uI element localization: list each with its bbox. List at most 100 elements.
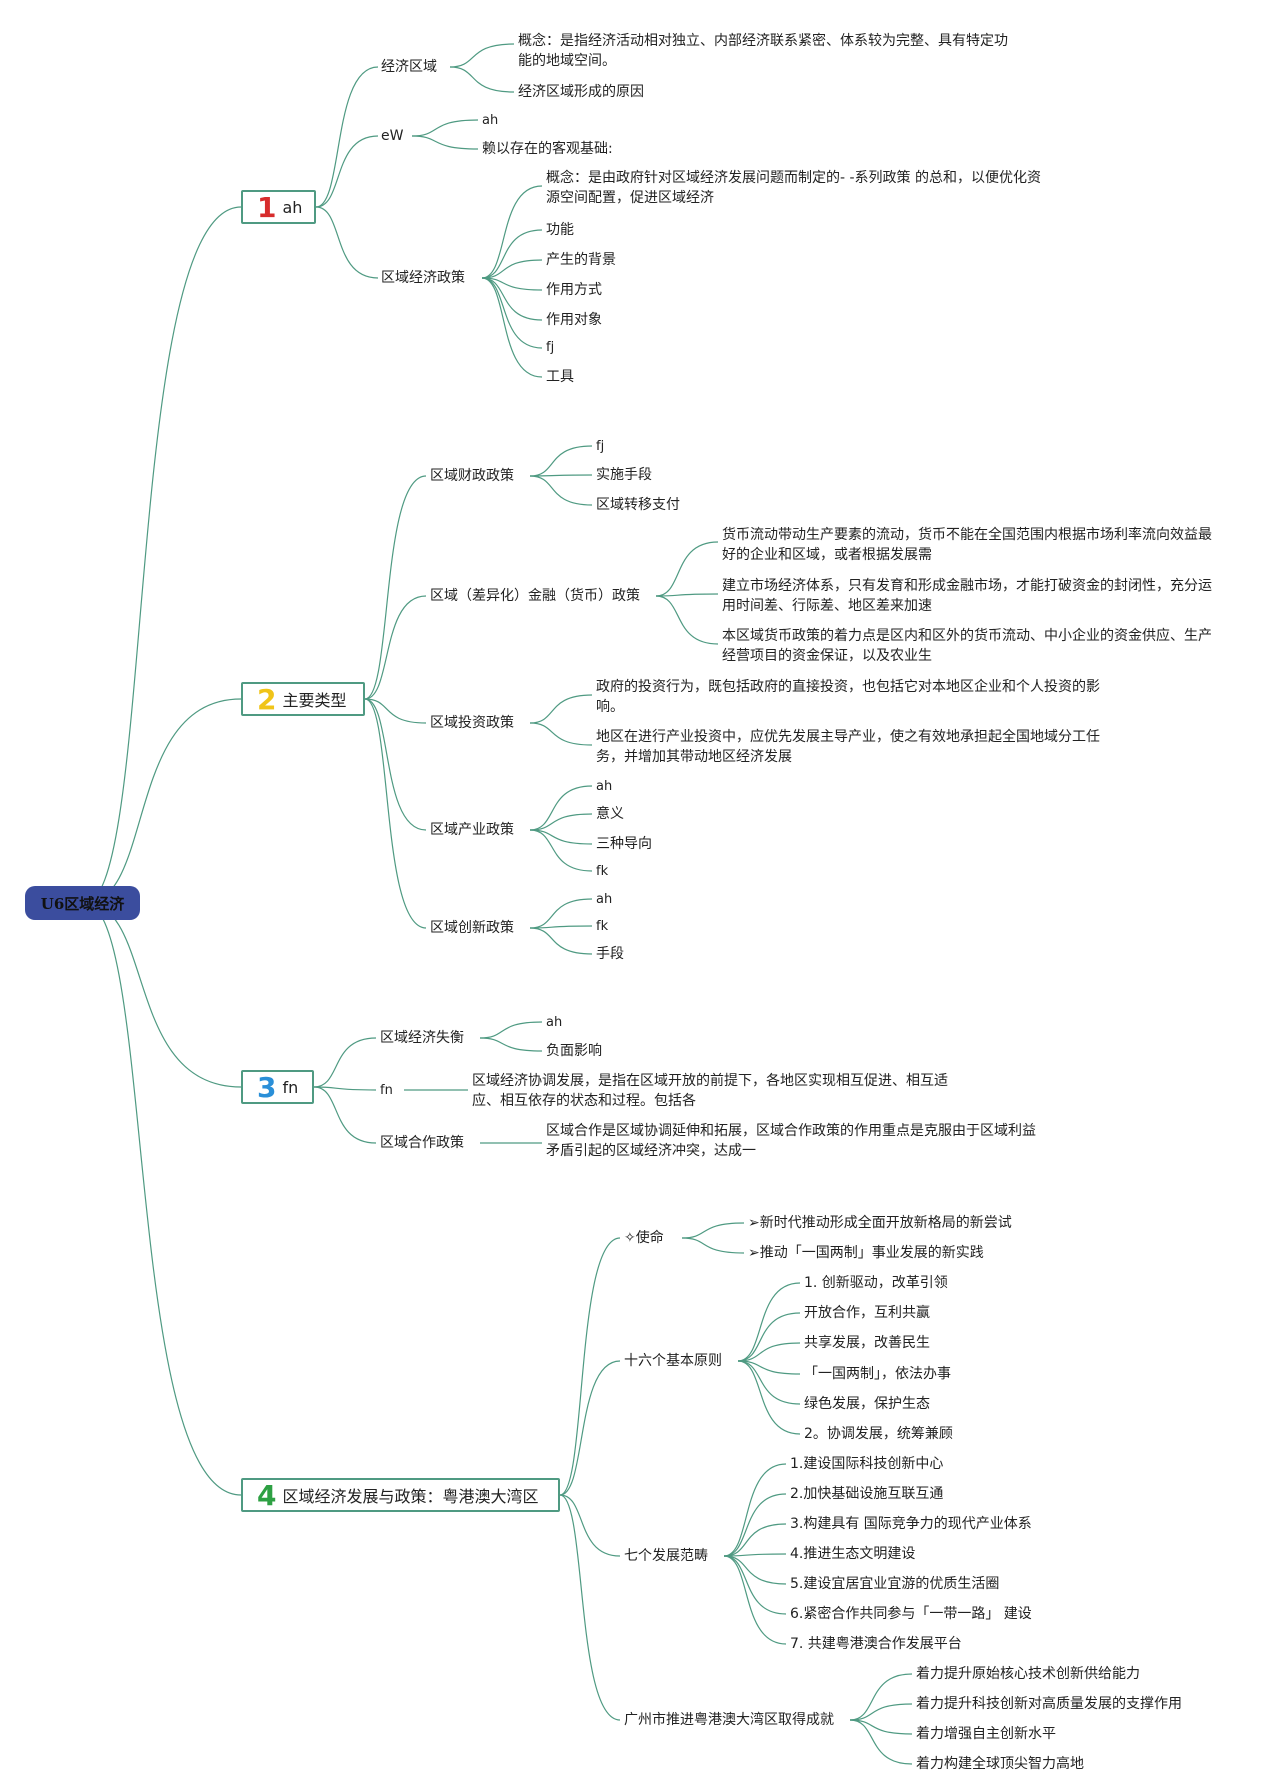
link-b4c4-d3: [849, 1719, 913, 1735]
b4-mission[interactable]: ✧使命: [624, 1230, 664, 1246]
link-b2-c4: [364, 698, 427, 831]
link-root-b1: [84, 206, 242, 904]
b4-principle-4[interactable]: 「一国两制」，依法办事: [804, 1366, 951, 1382]
link-b1-c2: [315, 135, 379, 208]
b1-ew[interactable]: eW: [381, 128, 404, 144]
b2-investment-d1[interactable]: 政府的投资行为，既包括政府的直接投资，也包括它对本地区企业和个人投资的影响。: [596, 679, 1100, 715]
link-b4c2-d5: [737, 1360, 801, 1405]
link-b4-c1: [559, 1237, 621, 1496]
b2-finance-policy[interactable]: 区域（差异化）金融（货币）政策: [430, 588, 640, 604]
b4-guangzhou-d4[interactable]: 着力构建全球顶尖智力高地: [916, 1756, 1084, 1772]
link-b2c5-d3: [529, 927, 593, 955]
link-b4c2-d1: [737, 1282, 801, 1362]
b4-categories[interactable]: 七个发展范畴: [624, 1548, 708, 1564]
branch-3-number: 3: [257, 1070, 277, 1104]
b1-policy-tools[interactable]: 工具: [546, 369, 574, 385]
link-b4c3-d5: [723, 1555, 787, 1585]
branch-3-node[interactable]: 3 fn: [241, 1070, 314, 1104]
link-b3c1-d1: [479, 1021, 543, 1039]
b4-mission-d1[interactable]: ➢新时代推动形成全面开放新格局的新尝试: [748, 1215, 1012, 1231]
b4-guangzhou[interactable]: 广州市推进粤港澳大湾区取得成就: [624, 1712, 834, 1728]
b4-category-7[interactable]: 7. 共建粤港澳合作发展平台: [790, 1636, 962, 1652]
b3-imbalance-impact[interactable]: 负面影响: [546, 1043, 602, 1059]
b2-innovation-means[interactable]: 手段: [596, 946, 624, 962]
branch-2-node[interactable]: 2 主要类型: [241, 682, 365, 716]
b4-category-6[interactable]: 6.紧密合作共同参与「一带一路」 建设: [790, 1606, 1032, 1622]
root-node[interactable]: U6区域经济: [25, 886, 140, 920]
b4-principle-1[interactable]: 1. 创新驱动，改革引领: [804, 1275, 948, 1291]
b3-cooperation-d1[interactable]: 区域合作是区域协调延伸和拓展，区域合作政策的作用重点是克服由于区域利益矛盾引起的…: [546, 1123, 1036, 1159]
link-b4c2-d6: [737, 1360, 801, 1435]
b4-category-1[interactable]: 1.建设国际科技创新中心: [790, 1456, 944, 1472]
b3-coordination[interactable]: 区域经济协调发展，是指在区域开放的前提下，各地区实现相互促进、相互适应、相互依存…: [472, 1073, 948, 1109]
b2-fiscal-transfer[interactable]: 区域转移支付: [596, 497, 680, 513]
b2-investment-policy[interactable]: 区域投资政策: [430, 715, 514, 731]
b2-innovation-policy[interactable]: 区域创新政策: [430, 920, 514, 936]
b2-industry-policy[interactable]: 区域产业政策: [430, 822, 514, 838]
b2-finance-d3[interactable]: 本区域货币政策的着力点是区内和区外的货币流动、中小企业的资金供应、生产经营项目的…: [722, 628, 1212, 664]
b2-innovation-ah[interactable]: ah: [596, 892, 613, 907]
b4-category-5[interactable]: 5.建设宜居宜业宜游的优质生活圈: [790, 1576, 1000, 1592]
b3-cooperation-policy[interactable]: 区域合作政策: [380, 1135, 464, 1151]
b2-fiscal-fj[interactable]: fj: [596, 439, 605, 454]
link-b2c5-d2: [529, 925, 593, 929]
b1-region-reason[interactable]: 经济区域形成的原因: [518, 84, 644, 100]
b1-regional-policy[interactable]: 区域经济政策: [381, 270, 465, 286]
b2-finance-d2[interactable]: 建立市场经济体系，只有发育和形成金融市场，才能打破资金的封闭性，充分运用时间差、…: [722, 578, 1212, 614]
link-b2-c3: [364, 698, 427, 724]
b2-finance-d1[interactable]: 货币流动带动生产要素的流动，货币不能在全国范围内根据市场利率流向效益最好的企业和…: [722, 527, 1212, 563]
link-b1c3-d7: [481, 277, 543, 378]
branch-1-node[interactable]: 1 ah: [241, 190, 316, 224]
b4-principle-5[interactable]: 绿色发展，保护生态: [804, 1396, 930, 1412]
b2-fiscal-means[interactable]: 实施手段: [596, 467, 652, 483]
b2-industry-meaning[interactable]: 意义: [596, 806, 624, 822]
b3-imbalance[interactable]: 区域经济失衡: [380, 1030, 464, 1046]
b2-investment-d2[interactable]: 地区在进行产业投资中，应优先发展主导产业，使之有效地承担起全国地域分工任务，并增…: [596, 729, 1100, 765]
b1-ew-ah[interactable]: ah: [482, 113, 499, 128]
link-b4-c4: [559, 1494, 621, 1721]
branch-2-number: 2: [257, 682, 277, 716]
b1-policy-concept[interactable]: 概念：是由政府针对区域经济发展问题而制定的- -系列政策 的总和，以便优化资源空…: [546, 170, 1042, 206]
b4-principle-2[interactable]: 开放合作，互利共赢: [804, 1305, 930, 1321]
b1-region-concept[interactable]: 概念：是指经济活动相对独立、内部经济联系紧密、体系较为完整、具有特定功能的地域空…: [518, 33, 1008, 69]
b4-mission-d2[interactable]: ➢推动「一国两制」事业发展的新实践: [748, 1245, 984, 1261]
link-b4-c2: [559, 1360, 621, 1496]
b1-policy-function[interactable]: 功能: [546, 222, 574, 238]
b2-industry-ah[interactable]: ah: [596, 779, 613, 794]
b2-fiscal-policy[interactable]: 区域财政政策: [430, 468, 514, 484]
b3-imbalance-ah[interactable]: ah: [546, 1015, 563, 1030]
b4-category-3[interactable]: 3.构建具有 国际竞争力的现代产业体系: [790, 1516, 1032, 1532]
b2-industry-fk[interactable]: fk: [596, 864, 609, 879]
b4-category-2[interactable]: 2.加快基础设施互联互通: [790, 1486, 944, 1502]
link-b4c1-d1: [681, 1222, 745, 1239]
b4-guangzhou-d1[interactable]: 着力提升原始核心技术创新供给能力: [916, 1666, 1140, 1682]
b4-principle-6[interactable]: 2。协调发展，统筹兼顾: [804, 1426, 953, 1442]
branch-4-node[interactable]: 4 区域经济发展与政策：粤港澳大湾区: [241, 1478, 560, 1512]
b1-ew-basis[interactable]: 赖以存在的客观基础:: [482, 141, 613, 157]
link-b4c4-d4: [849, 1719, 913, 1765]
link-b2c2-d1: [655, 541, 719, 597]
link-b2-c1: [364, 475, 427, 700]
b3-fn[interactable]: fn: [380, 1083, 393, 1098]
link-b1c3-d6: [481, 277, 543, 349]
b4-guangzhou-d2[interactable]: 着力提升科技创新对高质量发展的支撑作用: [916, 1696, 1182, 1712]
b2-innovation-fk[interactable]: fk: [596, 919, 609, 934]
b4-principles[interactable]: 十六个基本原则: [624, 1353, 722, 1369]
link-b2c2-d3: [655, 595, 719, 645]
link-b4c3-d4: [723, 1553, 787, 1557]
b4-principle-3[interactable]: 共享发展，改善民生: [804, 1335, 930, 1351]
b2-industry-orientations[interactable]: 三种导向: [596, 836, 652, 852]
branch-1-label: ah: [282, 197, 303, 217]
b4-category-4[interactable]: 4.推进生态文明建设: [790, 1546, 916, 1562]
link-root-b4: [84, 902, 242, 1496]
b4-guangzhou-d3[interactable]: 着力增强自主创新水平: [916, 1726, 1056, 1742]
b1-policy-mode[interactable]: 作用方式: [546, 282, 602, 298]
b1-policy-fj[interactable]: fj: [546, 340, 555, 355]
link-b4c4-d2: [849, 1703, 913, 1721]
b1-policy-background[interactable]: 产生的背景: [546, 252, 616, 268]
b1-economic-region[interactable]: 经济区域: [381, 59, 437, 75]
link-b1-c3: [315, 206, 379, 279]
b1-policy-target[interactable]: 作用对象: [546, 312, 602, 328]
